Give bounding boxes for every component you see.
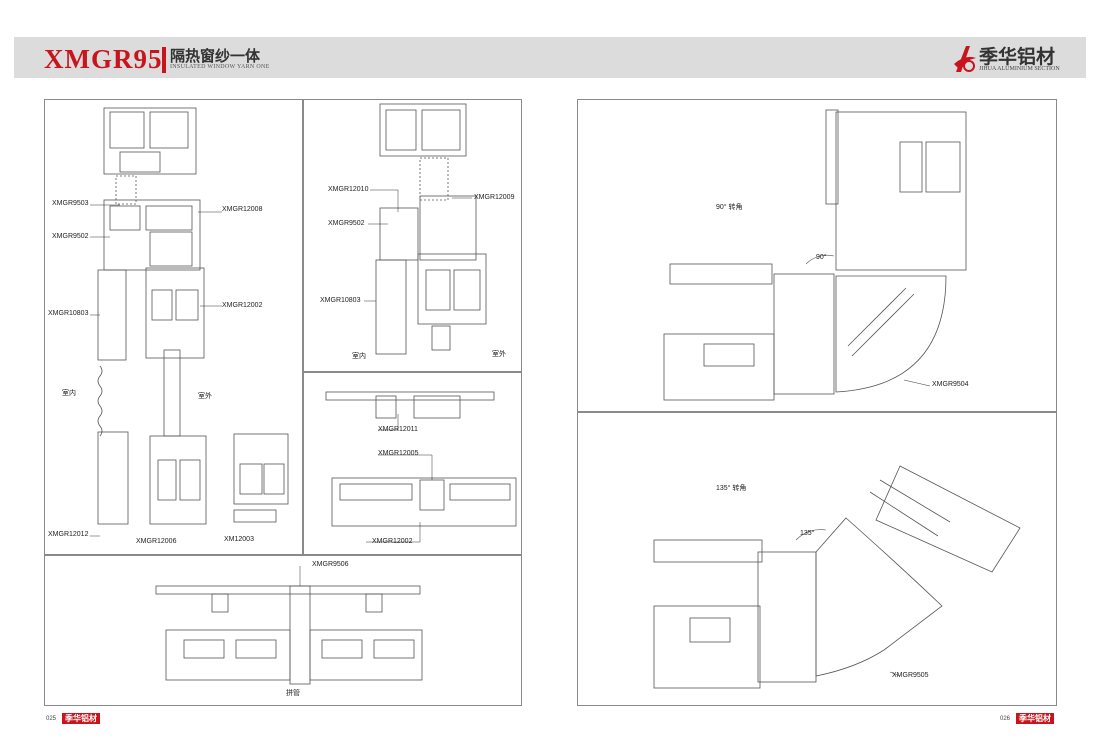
part-label-xmgr12008: XMGR12008 <box>222 206 263 213</box>
part-label-xmgr9502-b: XMGR9502 <box>328 220 365 227</box>
brand-name-en: JIHUA ALUMINIUM SECTION <box>979 66 1060 72</box>
part-label-xmgr12010: XMGR12010 <box>328 186 369 193</box>
part-label-xm12003: XM12003 <box>224 536 254 543</box>
title-separator <box>162 47 166 73</box>
part-label-xmgr9505: XMGR9505 <box>892 672 929 679</box>
panel-casement-section <box>302 99 522 373</box>
footer-logo-left: 季华铝材 <box>62 713 100 724</box>
subtitle-zh: 隔热窗纱一体 <box>170 49 261 65</box>
panel-joint-section <box>44 554 522 706</box>
joint-label: 拼管 <box>286 690 300 697</box>
caption-90-corner: 90° 转角 <box>716 204 743 211</box>
part-label-xmgr12005: XMGR12005 <box>378 450 419 457</box>
page-number-left: 025 <box>46 716 57 722</box>
part-label-xmgr12006: XMGR12006 <box>136 538 177 545</box>
angle-135: 135° <box>800 530 815 537</box>
footer-logo-right: 季华铝材 <box>1016 713 1054 724</box>
part-label-xmgr10803-b: XMGR10803 <box>320 297 361 304</box>
part-label-xmgr9506: XMGR9506 <box>312 561 349 568</box>
subtitle-en: INSULATED WINDOW YARN ONE <box>170 64 270 70</box>
indoor-label: 室内 <box>62 390 76 397</box>
page-number-right: 026 <box>1000 716 1011 722</box>
part-label-xmgr9502: XMGR9502 <box>52 233 89 240</box>
part-label-xmgr12012: XMGR12012 <box>48 531 89 538</box>
outdoor-label: 室外 <box>198 393 212 400</box>
brand-logo: 季华铝材 JIHUA ALUMINIUM SECTION <box>952 42 1072 76</box>
part-label-xmgr12009: XMGR12009 <box>474 194 515 201</box>
panel-sliding-section <box>44 99 304 556</box>
header-band <box>14 37 1086 78</box>
part-label-xmgr12011: XMGR12011 <box>378 426 418 433</box>
panel-135-corner <box>577 411 1057 706</box>
series-title: XMGR95 <box>44 44 163 74</box>
part-label-xmgr9504: XMGR9504 <box>932 381 969 388</box>
panel-mullion-section <box>302 371 522 556</box>
panel-90-corner <box>577 99 1057 413</box>
caption-135-corner: 135° 转角 <box>716 485 747 492</box>
part-label-xmgr10803: XMGR10803 <box>48 310 89 317</box>
part-label-xmgr12002-c: XMGR12002 <box>372 538 413 545</box>
brand-name: 季华铝材 <box>979 47 1056 68</box>
indoor-label-b: 室内 <box>352 353 366 360</box>
angle-90: 90° <box>816 254 827 261</box>
outdoor-label-b: 室外 <box>492 351 506 358</box>
part-label-xmgr9503: XMGR9503 <box>52 200 89 207</box>
brand-mark-icon <box>954 46 976 72</box>
part-label-xmgr12002: XMGR12002 <box>222 302 263 309</box>
